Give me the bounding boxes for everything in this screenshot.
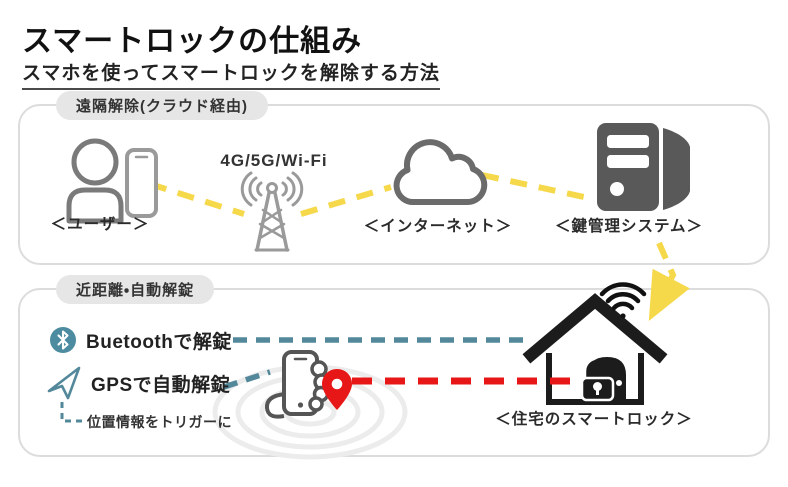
network-label: 4G/5G/Wi-Fi <box>220 151 328 170</box>
page-subtitle: スマホを使ってスマートロックを解除する方法 <box>22 58 440 90</box>
bluetooth-icon <box>50 327 76 353</box>
proximity-section-badge: 近距離・自動解錠 <box>56 275 215 304</box>
bluetooth-feature-row: Buetoothで解錠 <box>49 326 232 354</box>
bluetooth-label: Buetoothで解錠 <box>86 331 232 353</box>
gps-note: 位置情報をトリガーに <box>87 414 232 430</box>
gps-feature-row: GPSで自動解錠 <box>46 365 230 401</box>
house-label: ＜住宅のスマートロック＞ <box>495 411 693 428</box>
page-title: スマートロックの仕組み <box>22 25 363 58</box>
remote-section-badge: 遠隔解除(クラウド経由) <box>56 91 268 120</box>
server-label: ＜鍵管理システム＞ <box>554 218 704 235</box>
remote-unlock-section: 遠隔解除(クラウド経由) <box>18 91 770 265</box>
internet-label: ＜インターネット＞ <box>363 218 513 235</box>
gps-arrow-icon <box>47 366 81 400</box>
user-label: ＜ユーザー＞ <box>50 216 150 233</box>
gps-label: GPSで自動解錠 <box>91 374 231 396</box>
